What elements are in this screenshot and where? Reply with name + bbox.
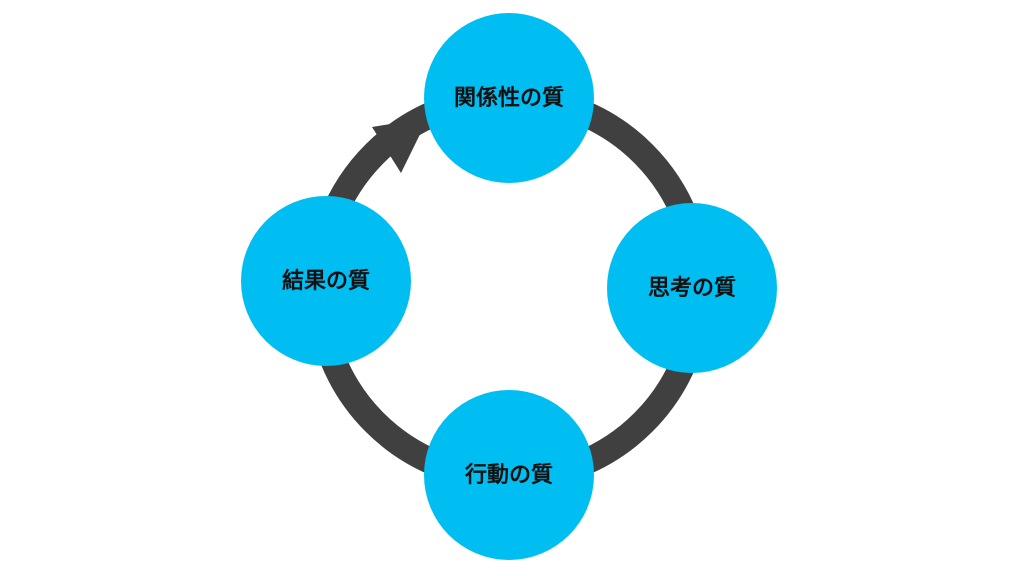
- node-thinking-circle: [607, 203, 777, 373]
- node-action: 行動の質: [424, 390, 594, 560]
- node-relationship-circle: [424, 13, 594, 183]
- node-relationship: 関係性の質: [424, 13, 594, 183]
- node-thinking-label: 思考の質: [648, 275, 736, 301]
- node-action-label: 行動の質: [464, 462, 553, 488]
- node-action-circle: [424, 390, 594, 560]
- node-result-label: 結果の質: [282, 268, 370, 294]
- cycle-arrowhead: [372, 118, 428, 173]
- node-relationship-label: 関係性の質: [454, 85, 564, 111]
- node-result-circle: [241, 196, 411, 366]
- node-result: 結果の質: [241, 196, 411, 366]
- node-thinking: 思考の質: [607, 203, 777, 373]
